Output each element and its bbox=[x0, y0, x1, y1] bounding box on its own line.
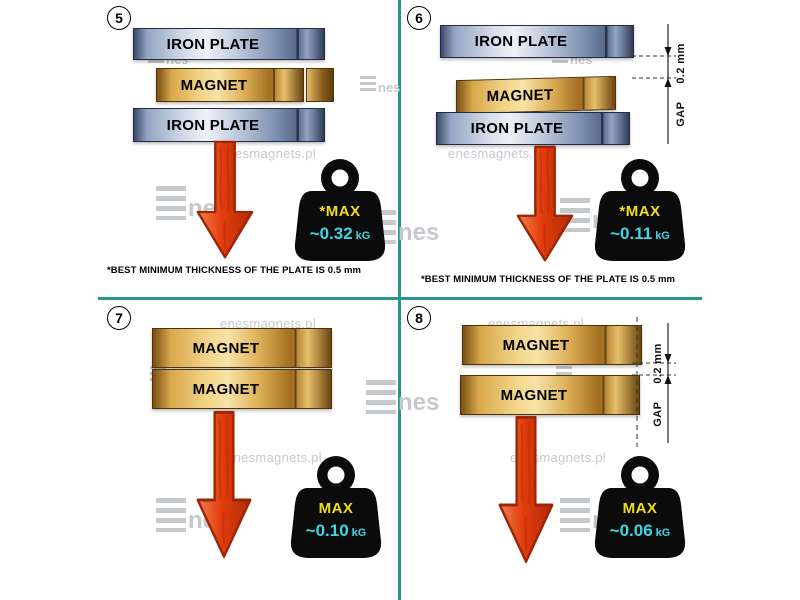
weight-unit: kG bbox=[655, 527, 671, 539]
iron-plate-label: IRON PLATE bbox=[470, 120, 564, 137]
enes-logo-icon bbox=[156, 498, 186, 532]
magnet-label: MAGNET bbox=[502, 336, 570, 354]
iron-plate-bottom-p6: IRON PLATE bbox=[436, 112, 630, 145]
gap-dimension-p8 bbox=[632, 317, 676, 447]
footnote-p5: *BEST MINIMUM THICKNESS OF THE PLATE IS … bbox=[106, 265, 362, 276]
divider-horizontal bbox=[98, 297, 702, 300]
magnet-p6: MAGNET bbox=[456, 75, 616, 115]
gap-name: GAP bbox=[675, 101, 687, 127]
footnote-p6: *BEST MINIMUM THICKNESS OF THE PLATE IS … bbox=[420, 274, 676, 285]
iron-plate-top-p5: IRON PLATE bbox=[133, 28, 325, 60]
weight-value-number: ~0.32 bbox=[309, 224, 353, 243]
kettlebell-icon bbox=[594, 456, 686, 558]
down-arrow-p5 bbox=[196, 140, 254, 259]
kettlebell-icon bbox=[294, 159, 386, 261]
iron-plate-label: IRON PLATE bbox=[474, 33, 568, 50]
down-arrow-p8 bbox=[498, 415, 554, 563]
gap-label-p8: GAP 0.2 mm bbox=[651, 325, 665, 445]
weight-unit: kG bbox=[355, 230, 371, 242]
weight-value-number: ~0.11 bbox=[610, 224, 653, 243]
gap-dimension-p6 bbox=[632, 24, 676, 144]
magnet-bottom-p8: MAGNET bbox=[460, 375, 640, 415]
watermark-url: enesmagnets.pl bbox=[448, 146, 544, 161]
gap-value: 0.2 mm bbox=[675, 43, 687, 84]
enes-logo-icon bbox=[560, 498, 590, 532]
magnet-top-p8: MAGNET bbox=[462, 325, 642, 365]
magnet-bottom-p7: MAGNET bbox=[152, 369, 332, 409]
kettlebell-icon bbox=[290, 456, 382, 558]
magnet-label: MAGNET bbox=[486, 86, 554, 105]
watermark-url: enesmagnets.pl bbox=[220, 146, 316, 161]
magnet-label: MAGNET bbox=[180, 76, 248, 94]
panel-number-6: 6 bbox=[407, 6, 431, 30]
magnet-p5: MAGNET bbox=[156, 68, 304, 102]
watermark-url: enesmagnets.pl bbox=[220, 316, 316, 331]
watermark-logo: nes bbox=[360, 76, 400, 94]
kettlebell-icon bbox=[594, 159, 686, 261]
magnet-top-p7: MAGNET bbox=[152, 328, 332, 368]
panel-number-5: 5 bbox=[107, 6, 131, 30]
weight-max-label: MAX bbox=[318, 500, 354, 517]
iron-plate-top-p6: IRON PLATE bbox=[440, 25, 634, 58]
gap-label-p6: GAP 0.2 mm bbox=[674, 25, 688, 145]
weight-max-label: *MAX bbox=[619, 203, 661, 220]
iron-plate-label: IRON PLATE bbox=[166, 35, 260, 53]
down-arrow-p6 bbox=[516, 145, 574, 262]
divider-vertical bbox=[398, 0, 401, 600]
magnet-label: MAGNET bbox=[192, 380, 260, 398]
weight-value-number: ~0.10 bbox=[305, 521, 349, 540]
watermark-url: enesmagnets.pl bbox=[226, 450, 322, 465]
watermark-logo: nes bbox=[366, 380, 439, 415]
panel-number-8: 8 bbox=[407, 306, 431, 330]
enes-logo-icon bbox=[156, 186, 186, 220]
magnet-label: MAGNET bbox=[192, 339, 260, 357]
gap-name: GAP bbox=[652, 401, 664, 427]
magnet-label: MAGNET bbox=[500, 386, 568, 404]
weight-unit: kG bbox=[655, 230, 670, 242]
gap-value: 0.2 mm bbox=[652, 343, 664, 384]
weight-max-label: MAX bbox=[622, 500, 658, 517]
weight-unit: kG bbox=[351, 527, 367, 539]
magnet-end-cap-p5 bbox=[306, 68, 334, 102]
iron-plate-label: IRON PLATE bbox=[166, 116, 260, 134]
enes-logo-icon bbox=[360, 76, 376, 94]
panel-number-7: 7 bbox=[107, 306, 131, 330]
weight-max-label: *MAX bbox=[319, 203, 361, 220]
enes-logo-icon bbox=[366, 380, 396, 414]
weight-value-number: ~0.06 bbox=[609, 521, 653, 540]
down-arrow-p7 bbox=[196, 410, 252, 558]
iron-plate-bottom-p5: IRON PLATE bbox=[133, 108, 325, 142]
